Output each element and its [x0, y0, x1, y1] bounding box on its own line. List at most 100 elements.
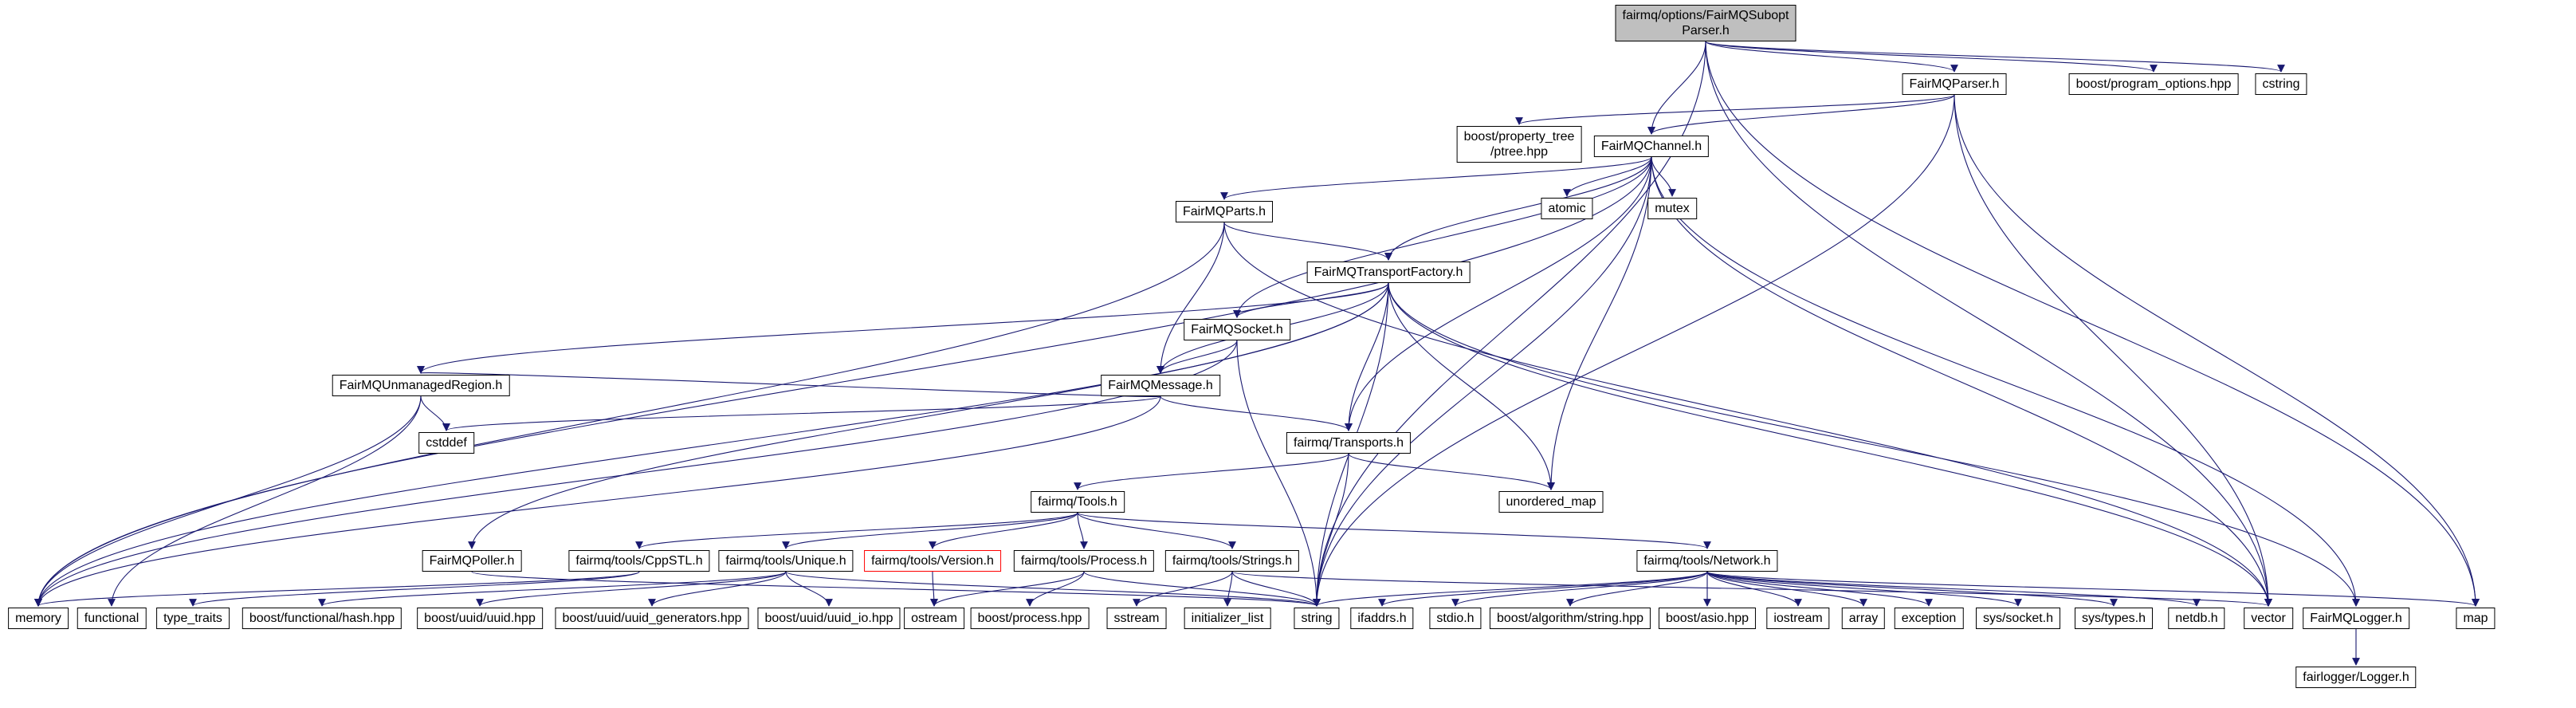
graph-node-vector: vector — [2244, 608, 2293, 630]
graph-node-memory: memory — [8, 608, 69, 630]
graph-node-initializer_list: initializer_list — [1184, 608, 1271, 630]
edge-channel-to-memory — [34, 156, 1652, 607]
graph-node-cstring: cstring — [2255, 73, 2307, 96]
graph-node-map: map — [2456, 608, 2496, 630]
edge-parts-to-vector — [1223, 222, 2272, 607]
edge-subopt-to-map — [1705, 41, 2480, 607]
graph-node-uuid_generators: boost/uuid/uuid_generators.hpp — [555, 608, 749, 630]
edge-message-to-cstddef — [442, 395, 1161, 431]
edge-transportfactory-to-transports — [1345, 282, 1389, 431]
edge-strings-to-vector — [1231, 571, 2272, 607]
graph-node-transportfactory[interactable]: FairMQTransportFactory.h — [1306, 262, 1471, 284]
edge-network-to-iostream — [1706, 571, 1802, 607]
graph-node-process[interactable]: fairmq/tools/Process.h — [1013, 550, 1155, 572]
edge-network-to-map — [1706, 571, 2480, 607]
graph-node-program_options: boost/program_options.hpp — [2068, 73, 2239, 96]
edge-parts-to-message — [1156, 222, 1225, 374]
edge-network-to-algo_string — [1566, 571, 1708, 607]
graph-node-atomic: atomic — [1541, 198, 1593, 220]
graph-node-uuid: boost/uuid/uuid.hpp — [417, 608, 543, 630]
graph-node-fairmqlogger[interactable]: FairMQLogger.h — [2303, 608, 2409, 630]
edge-unique-to-string — [785, 571, 1321, 607]
graph-node-version[interactable]: fairmq/tools/Version.h — [864, 550, 1001, 572]
edge-subopt-to-string — [1313, 41, 1706, 607]
edge-subopt-to-program_options — [1705, 41, 2158, 73]
edge-process-to-string — [1083, 571, 1321, 607]
edge-cppstl-to-memory — [34, 571, 640, 607]
graph-node-socket[interactable]: FairMQSocket.h — [1184, 319, 1290, 341]
graph-node-tools[interactable]: fairmq/Tools.h — [1031, 491, 1125, 513]
edge-channel-to-socket — [1233, 156, 1652, 318]
edge-network-to-exception — [1706, 571, 1933, 607]
edge-tools-to-cppstl — [635, 512, 1078, 549]
edge-unique-to-uuid_io — [785, 571, 833, 607]
graph-node-unmanagedregion[interactable]: FairMQUnmanagedRegion.h — [332, 375, 510, 397]
edge-parts-to-transportfactory — [1223, 222, 1392, 261]
edge-channel-to-atomic — [1563, 156, 1652, 197]
graph-node-sys_socket: sys/socket.h — [1975, 608, 2061, 630]
edge-message-to-unmanagedregion — [418, 365, 1161, 397]
edge-channel-to-fairmqlogger — [1651, 156, 2360, 607]
edge-network-to-stdio — [1451, 571, 1708, 607]
edge-socket-to-message — [1156, 340, 1238, 374]
graph-node-sstream: sstream — [1106, 608, 1167, 630]
edge-unique-to-uuid_generators — [648, 571, 787, 607]
edge-parser-to-channel — [1647, 94, 1955, 135]
graph-node-asio: boost/asio.hpp — [1658, 608, 1757, 630]
edge-subopt-to-channel — [1647, 41, 1706, 135]
graph-node-channel[interactable]: FairMQChannel.h — [1593, 136, 1710, 158]
edge-strings-to-sstream — [1133, 571, 1233, 607]
edge-transports-to-string — [1313, 453, 1349, 607]
edge-channel-to-transports — [1345, 156, 1652, 431]
graph-node-parser[interactable]: FairMQParser.h — [1902, 73, 2007, 96]
graph-node-algo_string: boost/algorithm/string.hpp — [1489, 608, 1651, 630]
edge-tools-to-strings — [1077, 512, 1236, 549]
edge-strings-to-initializer_list — [1223, 571, 1233, 607]
graph-node-parts[interactable]: FairMQParts.h — [1175, 201, 1274, 223]
edge-parser-to-ptree — [1515, 94, 1955, 125]
graph-node-subopt: fairmq/options/FairMQSubopt Parser.h — [1615, 5, 1797, 42]
edge-tools-to-version — [929, 512, 1078, 549]
edge-channel-to-transportfactory — [1384, 156, 1652, 261]
edge-tools-to-process — [1077, 512, 1088, 549]
graph-node-strings[interactable]: fairmq/tools/Strings.h — [1164, 550, 1300, 572]
graph-node-cppstl[interactable]: fairmq/tools/CppSTL.h — [568, 550, 710, 572]
graph-node-sys_types: sys/types.h — [2074, 608, 2154, 630]
edge-cppstl-to-type_traits — [189, 571, 640, 607]
graph-node-array: array — [1841, 608, 1886, 630]
graph-node-stdio: stdio.h — [1429, 608, 1482, 630]
edge-transportfactory-to-unmanagedregion — [417, 282, 1389, 374]
edge-unmanagedregion-to-functional — [108, 395, 422, 607]
graph-node-transports[interactable]: fairmq/Transports.h — [1286, 432, 1412, 454]
graph-node-uuid_io: boost/uuid/uuid_io.hpp — [757, 608, 901, 630]
graph-node-unordered_map: unordered_map — [1498, 491, 1604, 513]
graph-node-poller[interactable]: FairMQPoller.h — [422, 550, 522, 572]
graph-node-network[interactable]: fairmq/tools/Network.h — [1636, 550, 1778, 572]
graph-node-fairlogger: fairlogger/Logger.h — [2295, 667, 2417, 689]
edge-transportfactory-to-vector — [1388, 282, 2272, 607]
graph-node-string: string — [1294, 608, 1340, 630]
edge-network-to-netdb — [1706, 571, 2201, 607]
graph-node-unique[interactable]: fairmq/tools/Unique.h — [718, 550, 854, 572]
edge-unique-to-uuid — [476, 571, 787, 607]
edge-process-to-boost_process — [1026, 571, 1085, 607]
graph-node-mutex: mutex — [1647, 198, 1697, 220]
edge-parser-to-map — [1954, 94, 2480, 607]
edge-subopt-to-parser — [1705, 41, 1958, 73]
edge-unmanagedregion-to-memory — [34, 395, 422, 607]
edge-unmanagedregion-to-cstddef — [420, 395, 450, 431]
edge-socket-to-string — [1236, 340, 1321, 607]
edge-tools-to-network — [1077, 512, 1711, 549]
graph-node-message[interactable]: FairMQMessage.h — [1101, 375, 1220, 397]
edge-network-to-string — [1313, 571, 1708, 607]
edge-process-to-ostream — [930, 571, 1085, 607]
graph-node-functional: functional — [77, 608, 147, 630]
graph-node-cstddef: cstddef — [418, 432, 474, 454]
graph-node-ifaddrs: ifaddrs.h — [1350, 608, 1414, 630]
edge-network-to-sys_types — [1706, 571, 2118, 607]
edge-parser-to-string — [1313, 94, 1955, 607]
edge-transports-to-unordered_map — [1348, 453, 1555, 490]
edge-subopt-to-vector — [1705, 41, 2272, 607]
